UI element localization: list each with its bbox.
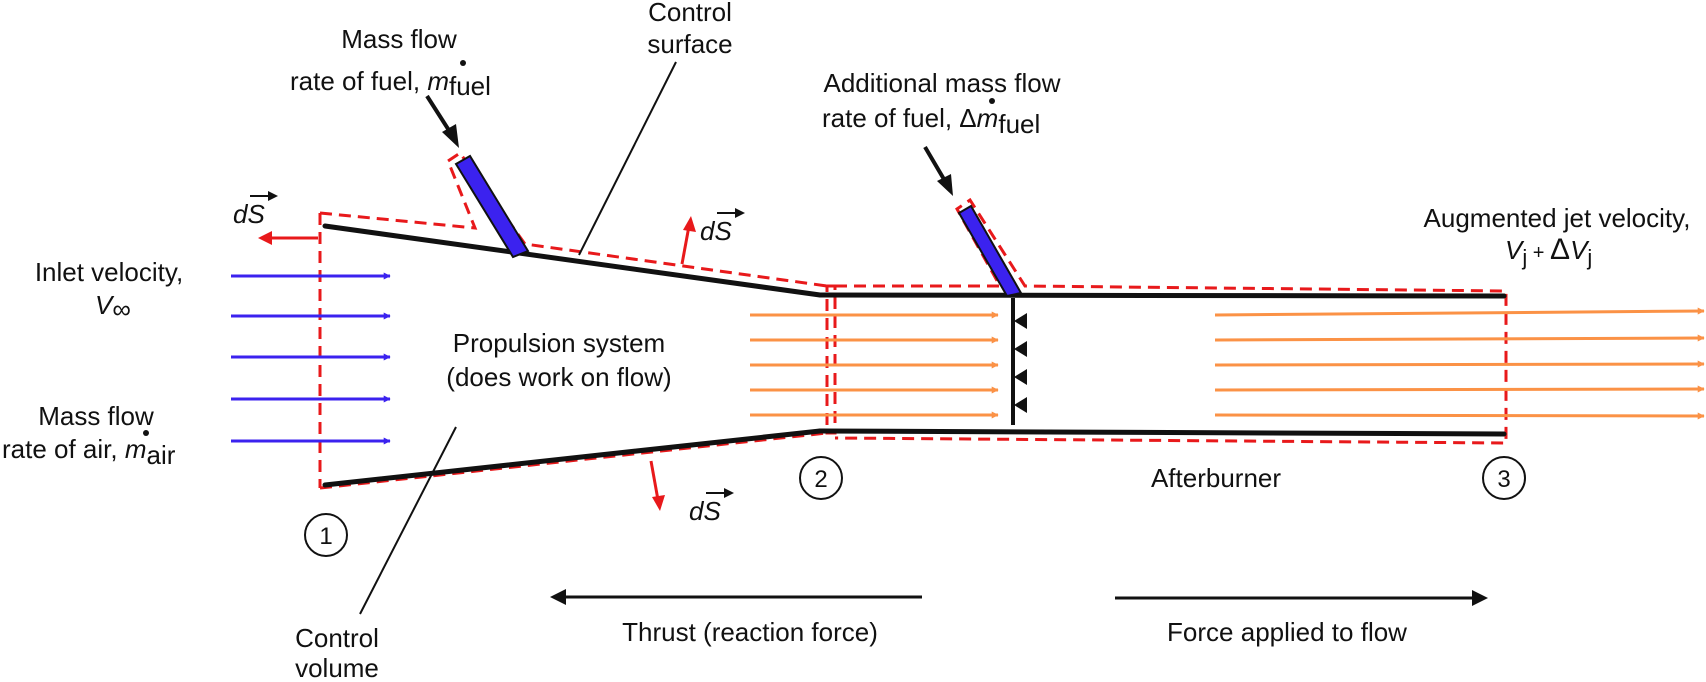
inlet-flow-arrows: [231, 272, 391, 445]
control-volume-label: Control volume: [295, 623, 379, 682]
svg-text:Additional mass flow: Additional mass flow: [824, 68, 1061, 98]
exhaust-flow-arrows: [750, 307, 1705, 420]
station-marker-3: 3: [1482, 456, 1526, 500]
svg-text:2: 2: [814, 466, 827, 493]
additional-fuel-label: Additional mass flow rate of fuel, Δmfue…: [822, 68, 1061, 139]
station-marker-2: 2: [799, 456, 843, 500]
upper-nozzle-wall: [322, 223, 823, 298]
svg-text:Propulsion system: Propulsion system: [453, 328, 665, 358]
engine-walls: [322, 223, 1507, 488]
svg-text:Control: Control: [295, 623, 379, 653]
svg-text:Vj + ΔVj: Vj + ΔVj: [1505, 233, 1592, 270]
mass-flow-air-label: Mass flow rate of air, mair: [2, 401, 176, 470]
flameholder-icon: [1011, 298, 1027, 425]
fuel-injector-icon: [454, 154, 1023, 298]
svg-text:Control: Control: [648, 0, 732, 27]
ds-label-upper: dS: [700, 208, 745, 246]
ds-label-lower: dS: [689, 488, 734, 526]
fuel-pointer-arrows: [425, 94, 953, 196]
jet-velocity-label: Augmented jet velocity, Vj + ΔVj: [1424, 203, 1691, 270]
thrust-label: Thrust (reaction force): [622, 617, 878, 647]
control-surface-leader: [578, 61, 677, 256]
afterburner-label: Afterburner: [1151, 463, 1281, 493]
control-surface-label: Control surface: [647, 0, 732, 59]
svg-text:Augmented jet velocity,: Augmented jet velocity,: [1424, 203, 1691, 233]
force-arrows: [550, 589, 1488, 606]
force-applied-label: Force applied to flow: [1167, 617, 1407, 647]
lower-afterburner-wall: [817, 428, 1507, 437]
svg-text:dS: dS: [700, 216, 732, 246]
svg-text:rate of fuel, Δmfuel: rate of fuel, Δmfuel: [822, 103, 1040, 139]
afterburner-fuel-injector: [957, 204, 1023, 298]
control-surface-afterburner: [834, 197, 1508, 445]
svg-text:rate of air, mair: rate of air, mair: [2, 434, 176, 470]
svg-text:V∞: V∞: [95, 290, 131, 324]
surface-normal-arrow-icon: [258, 216, 696, 511]
svg-text:volume: volume: [295, 653, 379, 682]
svg-text:Mass flow: Mass flow: [38, 401, 154, 431]
main-fuel-injector: [454, 154, 530, 259]
svg-text:(does work on flow): (does work on flow): [446, 362, 671, 392]
svg-text:surface: surface: [647, 29, 732, 59]
svg-text:3: 3: [1497, 466, 1510, 493]
svg-text:Inlet velocity,: Inlet velocity,: [35, 257, 183, 287]
propulsion-system-label: Propulsion system (does work on flow): [446, 328, 671, 392]
svg-text:Mass flow: Mass flow: [341, 24, 457, 54]
svg-text:1: 1: [319, 523, 332, 550]
leader-lines: [359, 61, 677, 615]
lower-nozzle-wall: [322, 428, 823, 488]
svg-text:dS: dS: [233, 199, 265, 229]
station-marker-1: 1: [304, 513, 348, 557]
ds-label-left: dS: [233, 191, 278, 229]
main-fuel-label: Mass flow rate of fuel, mfuel: [290, 24, 491, 101]
svg-text:dS: dS: [689, 496, 721, 526]
control-volume-leader: [359, 426, 457, 615]
upper-afterburner-wall: [817, 292, 1507, 299]
inlet-velocity-label: Inlet velocity, V∞: [35, 257, 183, 324]
control-surface-section-2: [825, 284, 837, 435]
control-surface-upper-boundary: [319, 150, 828, 288]
svg-text:rate of fuel, mfuel: rate of fuel, mfuel: [290, 66, 491, 101]
